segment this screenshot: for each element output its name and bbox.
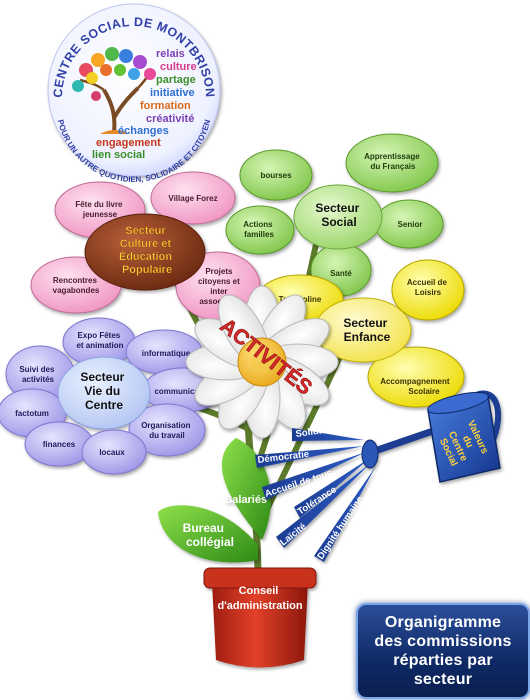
logo-tree	[72, 47, 156, 134]
bureau-collegial-label: Bureau collégial	[183, 521, 234, 549]
logo-word: lien social	[92, 149, 145, 161]
logo-word: initiative	[150, 87, 195, 99]
logo-word: échanges	[118, 125, 169, 137]
petal-actions-familles	[225, 205, 295, 255]
culture-petal-label: Rencontres vagabondes	[53, 276, 100, 295]
watering-can: Valeurs du Centre Social	[361, 390, 502, 483]
petal-accompagnement	[367, 346, 465, 408]
petal-bourses	[239, 149, 313, 201]
vie-petal-label: finances	[43, 440, 76, 449]
value-rays	[255, 428, 376, 562]
enfance-title: Secteur Enfance	[343, 316, 390, 344]
petal-locaux	[81, 429, 147, 475]
values-list: Solidarité Démocratie Accueil de tous To…	[257, 423, 366, 562]
logo-word: créativité	[146, 113, 194, 125]
logo-word: engagement	[96, 137, 161, 149]
title-line: Organigramme	[384, 614, 502, 631]
social-center	[293, 184, 383, 250]
logo-word: partage	[156, 74, 196, 86]
enfance-petal-label: Accompagnement Scolaire	[380, 377, 452, 396]
pot-label: Conseil d'administration	[217, 585, 302, 612]
vie-petal-label: communication	[154, 387, 213, 396]
culture-petal-label: Fête du livre jeunesse	[75, 200, 124, 219]
flower-vie-du-centre: Expo Fêtes et animation informatique Sui…	[0, 317, 224, 475]
vie-title: Secteur Vie du Centre	[80, 370, 127, 412]
logo-word: relais	[156, 48, 185, 60]
vie-petal-label: Organisation du travail	[141, 421, 193, 440]
culture-center	[84, 213, 206, 291]
logo-word: culture	[160, 61, 197, 73]
bureau-collegial-leaf: Bureau collégial	[158, 505, 258, 563]
flower-activites	[185, 285, 339, 439]
vie-petal-label: informatique	[142, 349, 191, 358]
petal-village-forez	[150, 171, 236, 225]
petal-accueil-loisirs	[391, 259, 465, 321]
petal-apprentissage	[345, 133, 439, 193]
organigramme-title-box: Organigramme des commissions réparties p…	[356, 603, 530, 699]
vie-petal-label: locaux	[99, 448, 125, 457]
vie-petal-label: factotum	[15, 409, 49, 418]
culture-title: Secteur Culture et Éducation Populaire	[119, 225, 175, 276]
social-petal-label: Senior	[398, 220, 423, 229]
flower-culture: Fête du livre jeunesse Village Forez Ren…	[30, 171, 261, 321]
logo-centre-social: CENTRE SOCIAL DE MONTBRISON POUR UN AUTR…	[47, 3, 221, 184]
title-line: réparties par	[393, 652, 493, 669]
social-petal-label: Actions familles	[243, 220, 275, 239]
social-petal-label: Apprentissage du Français	[364, 152, 422, 171]
title-line: des commissions	[374, 633, 512, 650]
enfance-petal-label: Accueil de Loisirs	[407, 278, 449, 297]
social-title: Secteur Social	[315, 201, 362, 229]
social-petal-label: bourses	[260, 171, 292, 180]
logo-words: relais culture partage initiative format…	[92, 48, 197, 161]
flower-social: Apprentissage du Français bourses Action…	[225, 133, 444, 297]
petal-organisation	[128, 403, 206, 457]
vie-petal-label: Expo Fêtes et animation	[76, 331, 123, 350]
social-petal-label: Santé	[330, 269, 352, 278]
logo-word: formation	[140, 100, 191, 112]
culture-petal-label: Village Forez	[168, 194, 217, 203]
salaries-label: Salariés	[225, 494, 267, 506]
flower-pot: Conseil d'administration	[203, 567, 317, 668]
vie-center	[57, 356, 151, 430]
title-line: secteur	[413, 671, 473, 688]
vie-petal-label: Suivi des activités	[19, 365, 56, 384]
